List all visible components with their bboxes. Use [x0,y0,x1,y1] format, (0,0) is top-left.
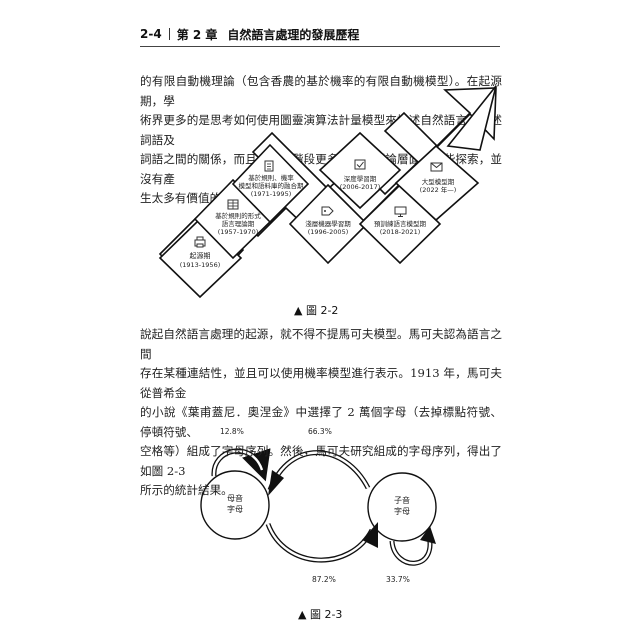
chapter-label: 第 2 章 [176,27,218,42]
consonant-self-loop-inner [390,531,432,565]
stage-3-name-line2: 模型和語料庫的融合期 [239,181,305,190]
consonant-to-vowel-arrow-inner [266,523,374,562]
chapter-title: 自然語言處理的發展歷程 [227,27,360,42]
text-line: 的有限自動機理論（包含香農的基於機率的有限自動機模型）。在起源期，學 [140,74,502,108]
stage-7-name: 大型模型期 [422,177,455,186]
vowel-self-prob: 12.8% [220,427,244,436]
header-separator [168,28,170,40]
stage-diamond-3 [231,143,310,224]
text-line: 說起自然語言處理的起源，就不得不提馬可夫模型。馬可夫認為語言之間 [140,327,502,361]
vowel-label-line1: 母音 [227,493,243,503]
stage-4-name: 淺層機器學習期 [305,219,351,228]
header-rule [140,46,500,47]
tag-icon [321,206,334,216]
consonant-label-line2: 字母 [394,506,410,516]
figure-2-2-caption: ▲ 圖 2-2 [294,304,339,317]
stage-3-name-line1: 基於規則、機率 [248,173,294,182]
check-box-icon [354,159,366,170]
consonant-label-line1: 子音 [394,495,410,505]
vowel-to-consonant-prob: 66.3% [308,427,332,436]
stage-1-name: 起源期 [190,251,211,260]
stage-6-period: (2018-2021) [380,228,421,236]
stage-3-period: (1971-1995) [251,190,292,198]
stage-diamond-4 [288,183,369,265]
vowel-label-line2: 字母 [227,504,243,514]
stage-2-name-line2: 語言理論期 [222,219,255,228]
stage-7-period: (2022 年—) [420,185,457,194]
stage-5-name: 深度學習期 [344,174,377,183]
text-line: 存在某種連結性，並且可以使用機率模型進行表示。1913 年，馬可夫從普希金 [140,366,502,400]
consonant-self-prob: 33.7% [386,575,410,584]
vowel-self-loop-inner [212,449,264,477]
stage-diamond-5 [318,131,402,210]
stage-1-period: (1913-1956) [180,261,221,269]
consonant-to-vowel-arrow [265,523,375,563]
mail-icon [430,162,443,172]
stage-4-period: (1996-2005) [308,228,349,236]
vowel-node [200,470,270,540]
text-line: 的小說《葉甫蓋尼．奧涅金》中選擇了 2 萬個字母（去掉標點符號、停頓符號、 [140,405,502,439]
section-number: 2-4 [140,27,162,41]
stage-2-period: (1957-1970) [218,228,259,236]
document-icon [264,160,274,172]
consonant-self-loop-arrowhead [420,526,436,544]
consonant-to-vowel-prob: 87.2% [312,575,336,584]
stage-diamond-7 [394,144,480,222]
consonant-to-vowel-arrowhead [362,522,378,548]
vowel-to-consonant-arrowhead [268,470,284,496]
text-line: 空格等）組成了字母序列。然後，馬可夫研究組成的字母序列，得出了如圖 2-3 [140,444,502,478]
stage-2-name-line1: 基於規則的形式 [215,211,261,220]
stage-6-name: 預訓練語言模型期 [374,219,427,228]
printer-icon [194,236,206,248]
paragraph-2: 說起自然語言處理的起源，就不得不提馬可夫模型。馬可夫認為語言之間 存在某種連結性… [140,325,502,501]
text-line: 所示的統計結果。 [140,483,233,497]
figure-2-3-caption: ▲ 圖 2-3 [298,608,343,621]
consonant-node [367,472,437,542]
monitor-icon [394,206,407,217]
stage-5-period: (2006-2017) [340,183,381,191]
running-header: 2-4 第 2 章 自然語言處理的發展歷程 [140,25,359,43]
timeline-arrowhead [446,85,497,151]
grid-table-icon [227,199,239,210]
